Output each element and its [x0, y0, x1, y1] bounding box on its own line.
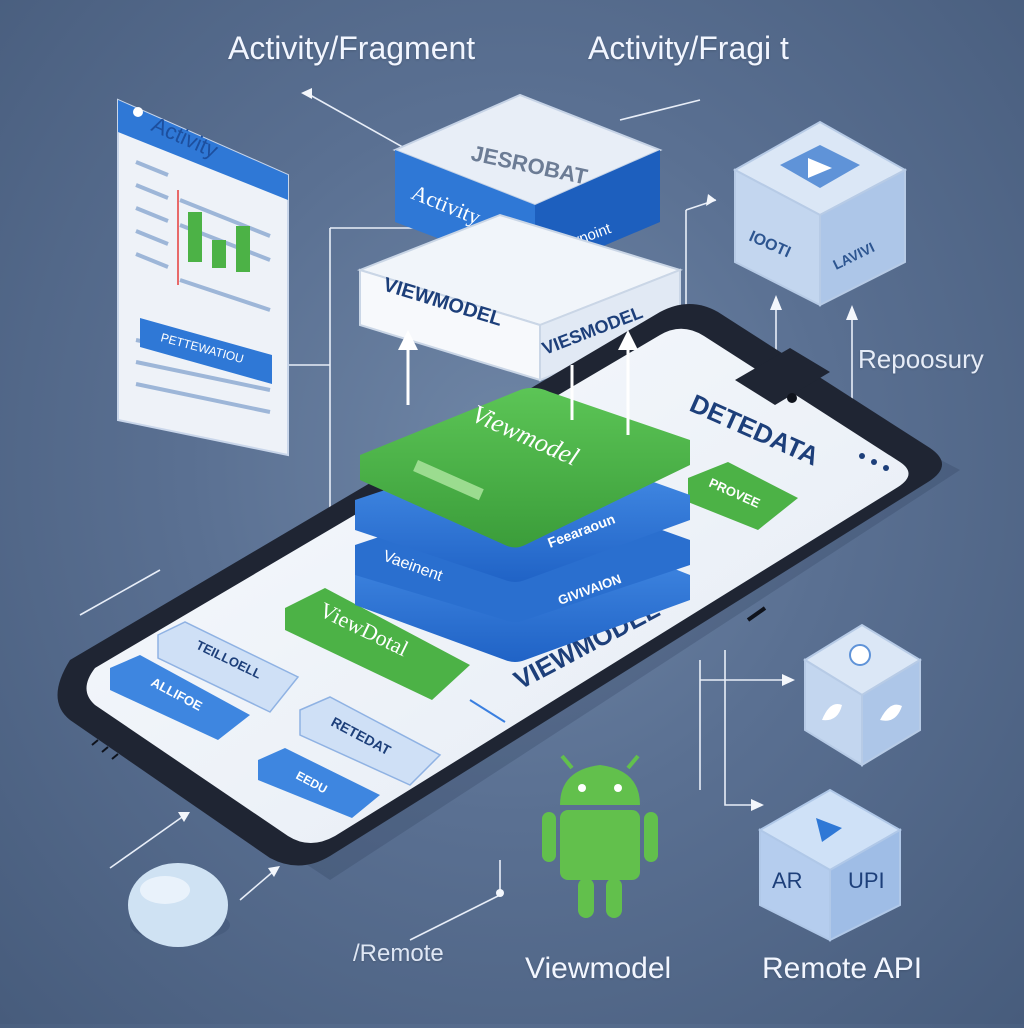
repository-cube: IOOTI LAVIVI [732, 120, 908, 307]
arrowhead [706, 194, 716, 206]
connector-line [239, 869, 276, 901]
activity-panel-header [118, 100, 288, 200]
arrowhead [751, 799, 764, 811]
play-icon [808, 158, 832, 178]
connector-line [409, 860, 501, 941]
arrowhead [178, 812, 190, 822]
data-orb-highlight [140, 876, 190, 904]
phone-divider [469, 699, 506, 723]
leaf-icon [822, 704, 842, 721]
repository-cube-right [819, 168, 906, 307]
activity-panel-dot [133, 107, 143, 117]
speaker-grille [91, 739, 119, 760]
api-cube-label-left: AR [772, 868, 803, 893]
label-remote-api: Remote API [762, 952, 923, 985]
connector-dot [496, 889, 504, 897]
top-label-activity-fragment: Activity/Fragment [228, 30, 476, 66]
api-cube-label-right: UPI [848, 868, 885, 893]
android-icon [542, 754, 658, 918]
phone-side-button[interactable] [746, 606, 767, 622]
data-orb-body [128, 863, 228, 947]
label-remote: /Remote [353, 940, 444, 967]
leaf-icon [880, 704, 902, 721]
arrowhead [782, 674, 795, 686]
viewmodel-box: VIEWMODEL VIESMODEL [356, 213, 684, 382]
up-arrows [398, 330, 638, 435]
top-label-activity-fragment-2: Activity/Fragi t [588, 30, 789, 66]
api-cube-right [829, 828, 901, 942]
phone-notch [735, 348, 830, 405]
phone-button-4[interactable] [258, 748, 380, 818]
arrowhead [268, 866, 280, 877]
arrowhead [770, 295, 782, 310]
lock-icon [849, 644, 871, 666]
data-orb [128, 863, 230, 947]
up-arrow-icon [618, 330, 638, 350]
connector-arrowheads [178, 88, 858, 897]
viewdotal-button[interactable] [285, 588, 470, 700]
phone-button-3[interactable] [299, 696, 442, 786]
more-icon[interactable] [859, 453, 889, 471]
connector-line [619, 99, 701, 121]
cache-cube [803, 623, 922, 767]
stack-green-bar [413, 460, 484, 501]
side-button-provee[interactable] [688, 462, 798, 530]
connector-line [109, 814, 186, 869]
phone-button-2[interactable] [110, 655, 250, 740]
stack-layer-green [360, 387, 690, 548]
arrowhead [846, 305, 858, 320]
phone-button-1[interactable] [157, 621, 300, 713]
activity-panel-button[interactable] [140, 318, 272, 384]
arrowhead [301, 88, 312, 99]
play-icon [816, 818, 842, 842]
activity-panel-chart [177, 190, 250, 285]
label-viewmodel: Viewmodel [525, 952, 672, 985]
camera-icon [787, 393, 797, 403]
api-cube: AR UPI [757, 788, 903, 942]
viewmodel-stack: Viewmodel Feearaoun Vaeinent GIVIVAION [355, 387, 690, 662]
connector-line [724, 650, 760, 806]
activity-panel: Activity PETTEWATIOU [117, 98, 289, 457]
up-arrow-icon [398, 330, 418, 350]
connector-line [79, 569, 161, 616]
label-repository: Repoosury [858, 344, 984, 374]
